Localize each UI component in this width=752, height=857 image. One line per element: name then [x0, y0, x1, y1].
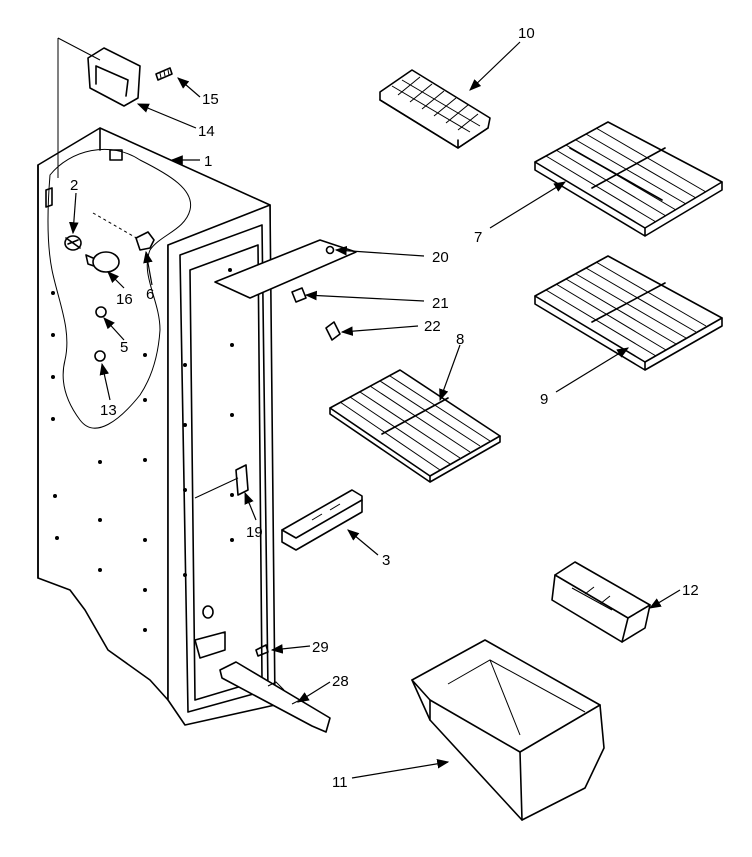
wiring-cover-plate — [214, 239, 357, 299]
part-19-control — [194, 464, 249, 499]
callout-2: 2 — [70, 177, 78, 194]
part-2-socket — [64, 235, 82, 251]
callout-28: 28 — [332, 673, 349, 690]
part-22-clip — [325, 321, 341, 341]
part-6-switch — [135, 231, 155, 251]
callout-15: 15 — [202, 91, 219, 108]
callout-7: 7 — [474, 229, 482, 246]
part-14-bracket — [87, 47, 141, 107]
callout-labels: 10 15 14 1 2 16 6 5 13 7 20 21 22 8 9 19… — [70, 25, 699, 791]
part-16-bulb — [85, 251, 120, 273]
callout-19: 19 — [246, 524, 263, 541]
callout-5: 5 — [120, 339, 128, 356]
callout-14: 14 — [198, 123, 215, 140]
part-5-clip — [95, 306, 107, 318]
part-11-bin — [411, 639, 605, 821]
part-13-clip — [94, 350, 106, 362]
callout-12: 12 — [682, 582, 699, 599]
callout-16: 16 — [116, 291, 133, 308]
callout-13: 13 — [100, 402, 117, 419]
callout-3: 3 — [382, 552, 390, 569]
part-3-shield — [281, 489, 363, 551]
part-10-ice-tray — [379, 69, 491, 149]
freezer-liner — [37, 127, 271, 701]
part-7-shelf — [534, 121, 723, 237]
part-21-clip — [291, 287, 307, 303]
part-12-bin — [551, 561, 651, 643]
leader-lines — [69, 41, 681, 779]
callout-21: 21 — [432, 295, 449, 312]
callout-1: 1 — [204, 153, 212, 170]
callout-11: 11 — [332, 774, 348, 791]
part-15-screw — [155, 67, 173, 81]
callout-22: 22 — [424, 318, 441, 335]
part-9-shelf — [534, 255, 723, 371]
callout-8: 8 — [456, 331, 464, 348]
callout-9: 9 — [540, 391, 548, 408]
part-8-shelf — [329, 369, 501, 483]
part-29-screw — [255, 644, 269, 657]
callout-20: 20 — [432, 249, 449, 266]
callout-6: 6 — [146, 286, 154, 303]
callout-10: 10 — [518, 25, 535, 42]
callout-29: 29 — [312, 639, 329, 656]
part-20-screw — [325, 245, 335, 255]
